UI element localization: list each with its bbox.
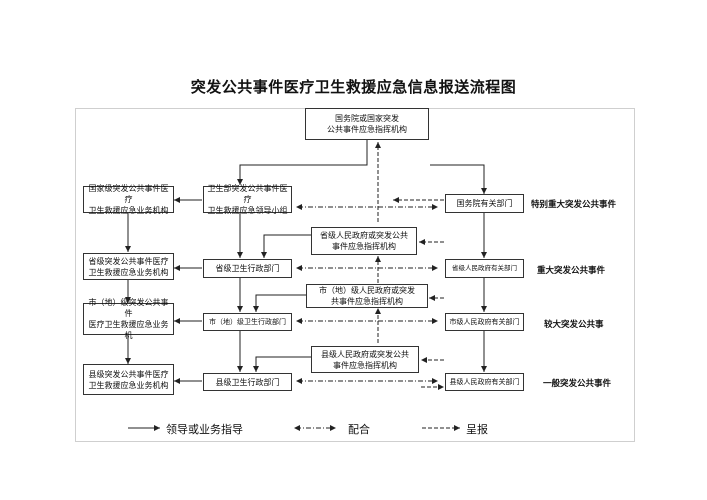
level-label-general: 一般突发公共事件 (543, 379, 612, 389)
coop-arrow-back (296, 265, 302, 271)
province-med-agency-box: 省级突发公共事件医疗 卫生救援应急业务机构 (83, 253, 174, 280)
province-command-box: 省级人民政府或突发公共 事件应急指挥机构 (311, 227, 417, 255)
coop-arrow-back (296, 318, 302, 324)
city-med-agency-box: 市（地）级突发公共事件 医疗卫生救援应急业务机 (83, 298, 174, 340)
lead-line (253, 356, 311, 372)
level-label-large: 较大突发公共事 (544, 320, 604, 330)
legend-coop-label: 配合 (348, 423, 370, 436)
state-council-dept-box: 国务院有关部门 (445, 194, 524, 213)
moh-leading-group-box: 卫生部突发公共事件医疗 卫生救援应急领导小组 (203, 184, 292, 215)
legend-coop-arrow-back (294, 425, 300, 431)
coop-arrow-back (296, 378, 302, 384)
level-label-especially-major: 特别重大突发公共事件 (531, 200, 617, 210)
lead-line (237, 140, 368, 185)
state-council-box: 国务院或国家突发 公共事件应急指挥机构 (305, 108, 429, 140)
level-label-major: 重大突发公共事件 (537, 266, 606, 276)
county-health-dept-box: 县级卫生行政部门 (203, 373, 292, 391)
page-title: 突发公共事件医疗卫生救援应急信息报送流程图 (190, 78, 517, 96)
national-med-agency-box: 国家级突发公共事件医疗 卫生救援应急业务机构 (83, 184, 174, 215)
lead-line (253, 294, 306, 312)
province-health-dept-box: 省级卫生行政部门 (203, 259, 292, 278)
county-gov-dept-box: 县级人民政府有关部门 (445, 373, 524, 391)
city-command-box: 市（地）级人民政府或突发 共事件应急指挥机构 (306, 284, 428, 308)
coop-arrow-back (296, 204, 302, 210)
county-command-box: 县级人民政府或突发公共 事件应急指挥机构 (311, 346, 419, 373)
legend-report-label: 呈报 (466, 423, 488, 436)
legend-lead-label: 领导或业务指导 (166, 423, 243, 436)
province-gov-dept-box: 省级人民政府有关部门 (445, 259, 524, 278)
city-gov-dept-box: 市级人民政府有关部门 (445, 313, 524, 331)
lead-line (430, 164, 487, 194)
county-med-agency-box: 县级突发公共事件医疗 卫生救援应急业务机构 (83, 364, 174, 395)
lead-line (261, 234, 311, 258)
city-health-dept-box: 市（地）级卫生行政部门 (203, 313, 292, 331)
